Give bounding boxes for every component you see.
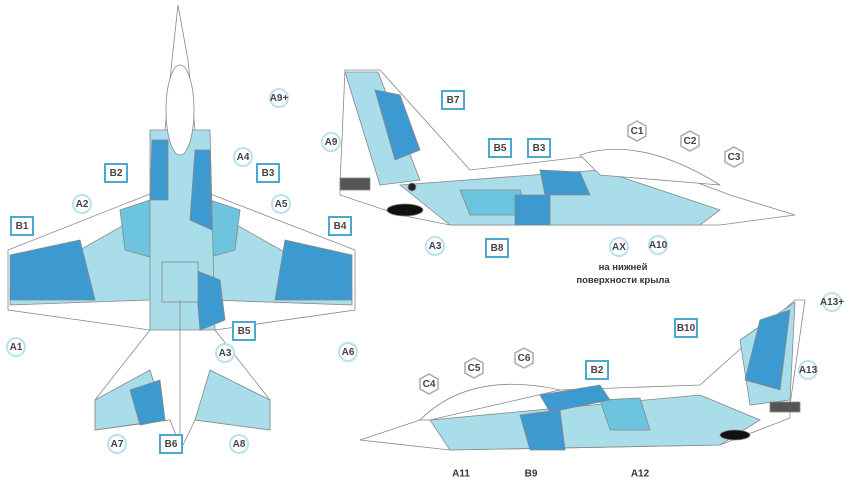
- decal-label-b5: B5: [232, 321, 256, 341]
- decal-label-a1: A1: [6, 337, 26, 357]
- decal-label-a4: A4: [233, 147, 253, 167]
- decal-label-a5: A5: [271, 194, 291, 214]
- decal-label-a7: A7: [107, 434, 127, 454]
- decal-label-a3-side: A3: [425, 236, 445, 256]
- decal-label-b6: B6: [159, 434, 183, 454]
- decal-label-b7: B7: [441, 90, 465, 110]
- top-view-aircraft: [7, 4, 356, 446]
- left-side-view-aircraft: [339, 69, 796, 226]
- decal-label-a10: A10: [648, 235, 668, 255]
- decal-label-a9-plus: A9+: [269, 88, 289, 108]
- decal-label-b5-side: B5: [488, 138, 512, 158]
- decal-label-b1: B1: [10, 216, 34, 236]
- decal-label-a11: A11: [452, 468, 470, 480]
- decal-label-b3: B3: [256, 163, 280, 183]
- decal-label-b10: B10: [674, 318, 698, 338]
- decal-label-b9: B9: [524, 468, 538, 480]
- decal-label-a2: A2: [72, 194, 92, 214]
- decal-label-a9: A9: [321, 132, 341, 152]
- decal-label-b2-side: B2: [585, 360, 609, 380]
- decal-label-c1: C1: [626, 120, 648, 142]
- decal-label-c4: C4: [418, 373, 440, 395]
- decal-label-a13: A13: [798, 360, 818, 380]
- decal-label-b2: B2: [104, 163, 128, 183]
- decal-label-c6: C6: [513, 347, 535, 369]
- caption-line-1: на нижней: [598, 262, 648, 273]
- decal-label-b4: B4: [328, 216, 352, 236]
- decal-label-c2: C2: [679, 130, 701, 152]
- decal-label-a8: A8: [229, 434, 249, 454]
- decal-label-a12: A12: [630, 468, 650, 480]
- caption-line-2: поверхности крыла: [576, 275, 670, 286]
- decal-label-a6: A6: [338, 342, 358, 362]
- decal-label-b3-side: B3: [527, 138, 551, 158]
- decal-label-a3: A3: [215, 343, 235, 363]
- decal-label-c3: C3: [723, 146, 745, 168]
- decal-label-ax: AX: [609, 237, 629, 257]
- right-side-view-aircraft: [359, 299, 806, 451]
- decal-label-a13-plus: A13+: [820, 292, 844, 312]
- decal-label-c5: C5: [463, 357, 485, 379]
- decal-label-b8: B8: [485, 238, 509, 258]
